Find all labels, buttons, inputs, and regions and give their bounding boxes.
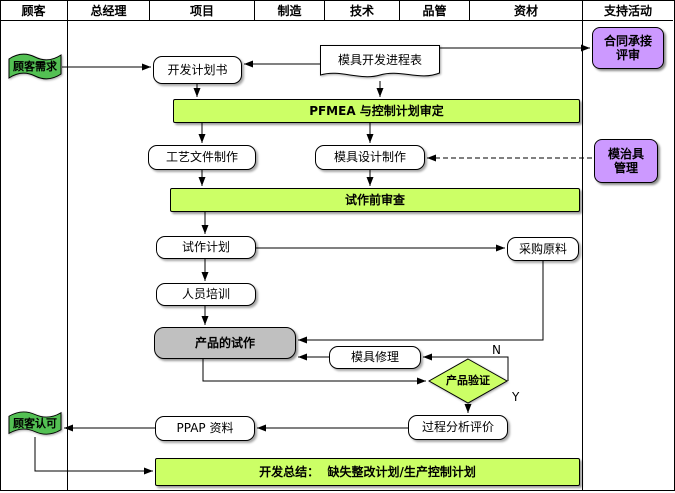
lane-header-general-manager: 总经理: [68, 0, 150, 21]
node-process-analysis: 过程分析评价: [408, 415, 508, 440]
node-trial-plan: 试作计划: [156, 236, 256, 259]
node-purchase-materials: 采购原料: [507, 237, 579, 261]
node-personnel-training: 人员培训: [156, 283, 256, 306]
customer-approval-label: 顾客认可: [13, 416, 57, 430]
lane-divider-left: [67, 21, 68, 490]
arrow-verify-no-to-mold-repair: [423, 353, 509, 381]
node-mold-design: 模具设计制作: [315, 145, 425, 170]
lane-header-manufacturing: 制造: [255, 0, 325, 21]
diamond-shape: [428, 358, 508, 404]
lane-header-quality: 品管: [400, 0, 470, 21]
node-product-trial: 产品的试作: [154, 327, 296, 359]
document-shape: [320, 45, 440, 78]
swimlane-header: 顾客 总经理 项目 制造 技术 品管 资材 支持活动: [0, 0, 675, 21]
mold-schedule-label: 模具开发进程表: [337, 52, 422, 67]
lane-divider-right: [582, 21, 583, 490]
lane-header-project: 项目: [150, 0, 255, 21]
node-pre-trial-review: 试作前审查: [170, 188, 580, 212]
node-ppap-documents: PPAP 资料: [155, 416, 255, 441]
lane-header-customer: 顾客: [0, 0, 68, 21]
customer-requirement-label: 顾客需求: [13, 60, 57, 74]
node-process-documents: 工艺文件制作: [148, 145, 256, 170]
node-mold-jig-management: 模治具 管理: [594, 139, 658, 183]
branch-label-yes: Y: [512, 390, 520, 404]
node-mold-schedule: 模具开发进程表: [320, 45, 440, 82]
node-development-summary: 开发总结： 缺失整改计划/生产控制计划: [155, 458, 580, 486]
branch-label-no: N: [492, 343, 501, 357]
node-customer-requirement: 顾客需求: [8, 52, 62, 82]
node-contract-review: 合同承接 评审: [592, 27, 664, 69]
product-verification-label: 产品验证: [446, 374, 490, 388]
arrow-customer-ok-to-summary: [34, 437, 153, 475]
node-development-plan: 开发计划书: [153, 56, 242, 84]
lane-header-support: 支持活动: [583, 0, 673, 21]
lane-header-technology: 技术: [325, 0, 400, 21]
flag-shape: [8, 53, 62, 80]
node-customer-approval: 顾客认可: [8, 410, 62, 437]
lane-header-materials: 资材: [470, 0, 583, 21]
arrow-product-trial-to-verify: [202, 359, 426, 385]
node-pfmea-review: PFMEA 与控制计划审定: [173, 99, 580, 123]
node-product-verification: 产品验证: [428, 358, 508, 404]
node-mold-repair: 模具修理: [329, 346, 421, 369]
flag-shape: [8, 411, 62, 435]
arrow-purchase-to-product-trial: [298, 261, 544, 344]
